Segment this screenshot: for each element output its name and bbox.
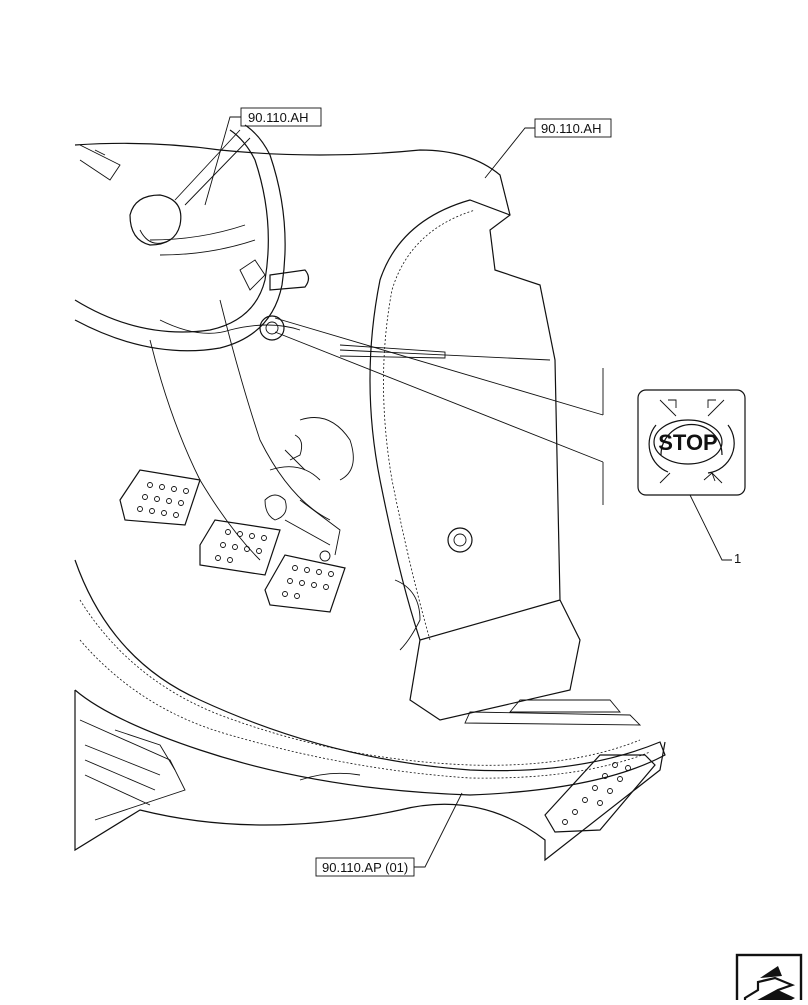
steering-wheel bbox=[74, 124, 286, 352]
item-1-leader: 1 bbox=[689, 494, 741, 566]
pedals bbox=[119, 469, 346, 613]
callout-top-left-text[interactable]: 90.110.AH bbox=[248, 110, 308, 125]
item-number-label: 1 bbox=[734, 551, 741, 566]
floor-mat bbox=[74, 559, 666, 862]
callout-bottom[interactable]: 90.110.AP (01) bbox=[315, 792, 463, 877]
stop-decal-text: STOP bbox=[658, 430, 718, 455]
callout-top-right[interactable]: 90.110.AH bbox=[484, 118, 612, 179]
callout-top-right-text[interactable]: 90.110.AH bbox=[541, 121, 601, 136]
step-plate bbox=[544, 754, 656, 833]
callout-bottom-text[interactable]: 90.110.AP (01) bbox=[322, 860, 408, 875]
stop-decal-icon: STOP bbox=[637, 389, 746, 496]
dash-console bbox=[74, 142, 581, 721]
next-page-arrow-icon[interactable] bbox=[735, 953, 803, 1005]
leader-lines bbox=[274, 317, 604, 505]
control-knobs bbox=[239, 259, 310, 471]
callout-top-left[interactable]: 90.110.AH bbox=[204, 107, 322, 206]
